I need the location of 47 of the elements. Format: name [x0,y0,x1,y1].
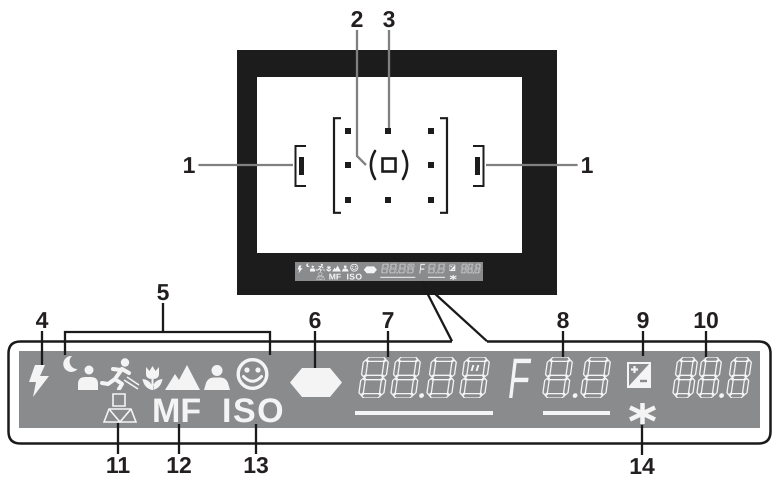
callout-number: 3 [382,10,396,28]
hexagon-icon [290,368,342,397]
iso-label: ISO [346,274,362,280]
callout-number: 7 [382,311,394,329]
leader-line [116,423,120,454]
focus-bracket-icon [293,145,307,187]
callout-number: 8 [556,311,570,329]
callout-number: 2 [350,10,364,28]
leader-line [356,30,367,166]
leader-line [40,331,44,365]
f-number-label: F [508,359,530,400]
mf-label: MF [152,398,202,424]
leader-line [254,424,258,454]
leader-line [198,164,293,166]
leader-line [314,331,316,368]
bracket-leader-line [64,302,272,356]
callout-number: 1 [580,156,594,174]
callout-number: 1 [182,156,196,174]
iso-label: ISO [222,398,286,424]
leader-line [562,331,564,357]
callout-number: 4 [36,311,48,329]
leader-line [704,331,708,357]
callout-number: 9 [636,311,650,329]
segment-digits [542,357,612,398]
segment-digits [672,357,752,398]
callout-number: 6 [308,311,322,329]
callout-number: 10 [693,311,719,329]
display-panel-outline [7,340,772,445]
stand-icon [103,393,137,423]
callout-number: 14 [629,457,655,475]
asterisk-icon [627,402,658,425]
mf-label: MF [328,274,342,280]
focus-bracket-icon [472,145,486,187]
flash-icon [27,365,50,397]
display-strip [295,262,483,281]
callout-number: 11 [106,456,130,474]
leader-line [642,331,644,356]
callout-number: 5 [156,283,170,301]
f-number-label: F [419,264,425,274]
callout-number: 13 [243,456,269,474]
focus-point-icon [385,128,391,134]
leader-line [486,164,578,166]
leader-line [388,30,390,128]
leader-line [640,425,644,455]
leader-line [178,424,180,454]
callout-number: 12 [166,456,192,474]
leader-line [386,331,390,357]
